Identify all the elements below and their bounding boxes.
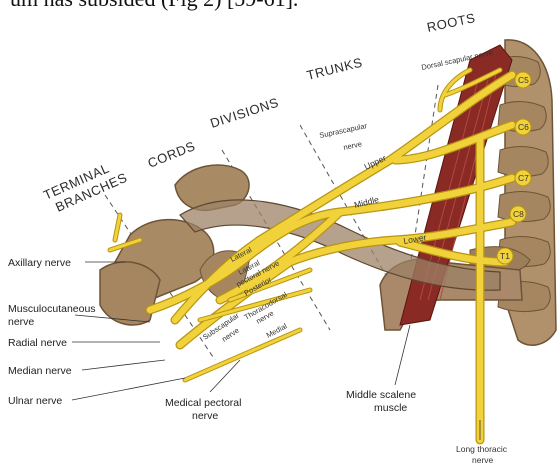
long-thoracic-label-line1: Long thoracic xyxy=(456,444,508,454)
root-label-c6: C6 xyxy=(518,122,529,132)
musculocutaneous-label-line2: nerve xyxy=(8,316,34,328)
header-divisions: DIVISIONS xyxy=(208,95,280,131)
root-label-c5: C5 xyxy=(518,75,529,85)
axillary-nerve-label: Axillary nerve xyxy=(8,257,71,269)
suprascapular-label-line2: nerve xyxy=(343,139,363,152)
median-nerve-label: Median nerve xyxy=(8,365,72,377)
root-label-t1: T1 xyxy=(500,251,510,261)
radial-nerve-label: Radial nerve xyxy=(8,337,67,349)
header-roots: ROOTS xyxy=(426,10,477,35)
long-thoracic-label-line2: nerve xyxy=(472,455,494,465)
middle-scalene-label-line1: Middle scalene xyxy=(346,389,416,401)
header-trunks: TRUNKS xyxy=(305,55,364,83)
suprascapular-label-line1: Suprascapular xyxy=(319,121,369,140)
musculocutaneous-label-line1: Musculocutaneous xyxy=(8,303,96,315)
root-label-c7: C7 xyxy=(518,173,529,183)
ulnar-nerve-label: Ulnar nerve xyxy=(8,395,62,407)
medial-pectoral-label-line2: nerve xyxy=(192,410,218,422)
header-cords: CORDS xyxy=(146,138,198,171)
middle-scalene-label-line2: muscle xyxy=(374,402,407,414)
medial-pectoral-label-line1: Medical pectoral xyxy=(165,397,241,409)
root-label-c8: C8 xyxy=(513,209,524,219)
